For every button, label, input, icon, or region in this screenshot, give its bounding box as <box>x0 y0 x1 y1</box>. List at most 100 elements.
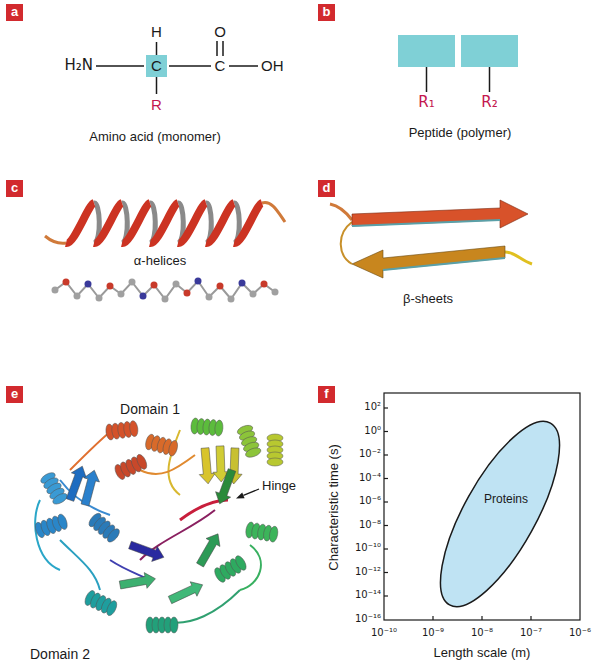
panel-letter-text: d <box>323 181 331 196</box>
y-tick-label: 10² <box>364 401 381 413</box>
ball-and-stick-model <box>184 290 191 297</box>
protein-cartoon <box>245 521 279 542</box>
chemical-bonds <box>96 41 258 94</box>
beta-strands <box>505 252 532 264</box>
protein-cartoon <box>113 453 149 481</box>
protein-cartoon <box>34 513 70 539</box>
helix-ribbon <box>66 203 262 243</box>
ball-and-stick-model <box>85 281 92 288</box>
ellipse-outline <box>438 405 562 623</box>
protein-cartoon <box>140 455 195 474</box>
beta-strands <box>341 222 352 264</box>
beta-strands <box>352 220 500 226</box>
plot-axes <box>384 431 388 432</box>
protein-cartoon <box>146 617 178 633</box>
plot-axes <box>384 548 388 549</box>
helix-ribbon <box>94 203 122 243</box>
ball-and-stick-model <box>118 291 125 298</box>
x-tick-label: 10⁻⁷ <box>520 627 542 639</box>
panel-letter-text: a <box>11 5 18 20</box>
helix-ribbon <box>122 203 150 243</box>
peptide-units <box>398 35 455 67</box>
ball-and-stick-model <box>129 279 136 286</box>
side-chain-label: R₁ <box>418 94 434 111</box>
panel-caption: Peptide (polymer) <box>409 126 512 141</box>
plot-axes <box>384 407 388 408</box>
beta-strands <box>330 204 352 220</box>
x-tick-label: 10⁻⁶ <box>569 627 591 639</box>
ball-and-stick-model <box>195 278 202 285</box>
helix-ribbon <box>66 203 94 243</box>
protein-cartoon <box>190 418 223 437</box>
ball-and-stick-model <box>206 294 213 301</box>
peptide-units <box>426 67 428 92</box>
peptide-units <box>398 35 518 92</box>
axis-title: Characteristic time (s) <box>327 444 342 570</box>
y-tick-label: 10⁻¹⁰ <box>355 542 381 554</box>
atom-label: O <box>214 23 226 40</box>
plot-axes <box>384 525 388 526</box>
y-tick-label: 10⁻² <box>359 448 381 460</box>
protein-cartoon <box>212 467 239 506</box>
helix-ribbon <box>45 203 285 244</box>
chemical-bonds <box>156 42 158 55</box>
protein-cartoon <box>167 578 206 608</box>
helix-ribbon <box>178 203 206 243</box>
panel-letter: a <box>6 4 23 21</box>
protein-cartoon <box>144 433 179 457</box>
panel-caption: β-sheets <box>403 292 453 307</box>
helix-ribbon <box>45 203 285 244</box>
y-tick-label: 10⁻⁸ <box>359 519 381 531</box>
beta-strands <box>352 246 505 278</box>
ellipse-outline <box>438 406 562 623</box>
plot-axes <box>432 616 433 620</box>
panel-letter-text: f <box>324 387 328 402</box>
y-tick-label: 10⁻⁴ <box>359 472 381 484</box>
y-tick-label: 10⁰ <box>364 425 381 437</box>
helix-ribbon <box>150 203 178 243</box>
helix-ribbon <box>206 203 234 243</box>
peptide-units <box>489 67 491 92</box>
beta-strands <box>383 258 505 270</box>
plot-axes <box>384 454 388 455</box>
chemical-bonds <box>216 41 218 56</box>
plot-axes <box>384 595 388 596</box>
protein-cartoon <box>35 430 261 623</box>
panel-letter-text: e <box>11 387 18 402</box>
ball-and-stick-model <box>63 279 70 286</box>
plot-axes <box>384 501 388 502</box>
panel-letter: e <box>6 386 23 403</box>
protein-cartoon <box>267 434 283 466</box>
ball-and-stick-model <box>74 293 81 300</box>
helix-ribbon <box>94 203 239 243</box>
protein-cartoon <box>87 511 122 544</box>
side-chain-label: R <box>151 96 162 113</box>
node-text: Proteins <box>484 493 528 507</box>
protein-cartoon <box>119 571 157 593</box>
chemical-bonds <box>96 65 144 67</box>
ball-and-stick-model <box>239 280 246 287</box>
ball-and-stick-model <box>52 278 279 303</box>
y-tick-label: 10⁻¹² <box>355 566 381 578</box>
protein-cartoon <box>77 468 102 507</box>
panel-letter-text: b <box>323 5 331 20</box>
y-tick-label: 10⁻⁶ <box>359 495 381 507</box>
hinge-label: Hinge <box>262 479 296 494</box>
panel-letter: d <box>318 180 335 197</box>
y-tick-label: 10⁻¹⁴ <box>355 589 381 601</box>
helix-ribbon <box>262 203 285 222</box>
ball-and-stick-model <box>162 296 169 303</box>
atom-label: OH <box>261 57 284 74</box>
protein-cartoon <box>60 540 100 590</box>
atom-label: H <box>151 23 162 40</box>
side-chain-label: R₂ <box>481 94 497 111</box>
protein-cartoon <box>127 537 166 564</box>
protein-region-ellipse: Proteins <box>438 405 562 623</box>
protein-cartoon <box>34 418 283 633</box>
domain-label: Domain 1 <box>120 401 180 417</box>
x-tick-label: 10⁻⁸ <box>471 627 493 639</box>
x-tick-label: 10⁻¹⁰ <box>371 627 397 639</box>
chemical-bonds <box>229 65 258 67</box>
